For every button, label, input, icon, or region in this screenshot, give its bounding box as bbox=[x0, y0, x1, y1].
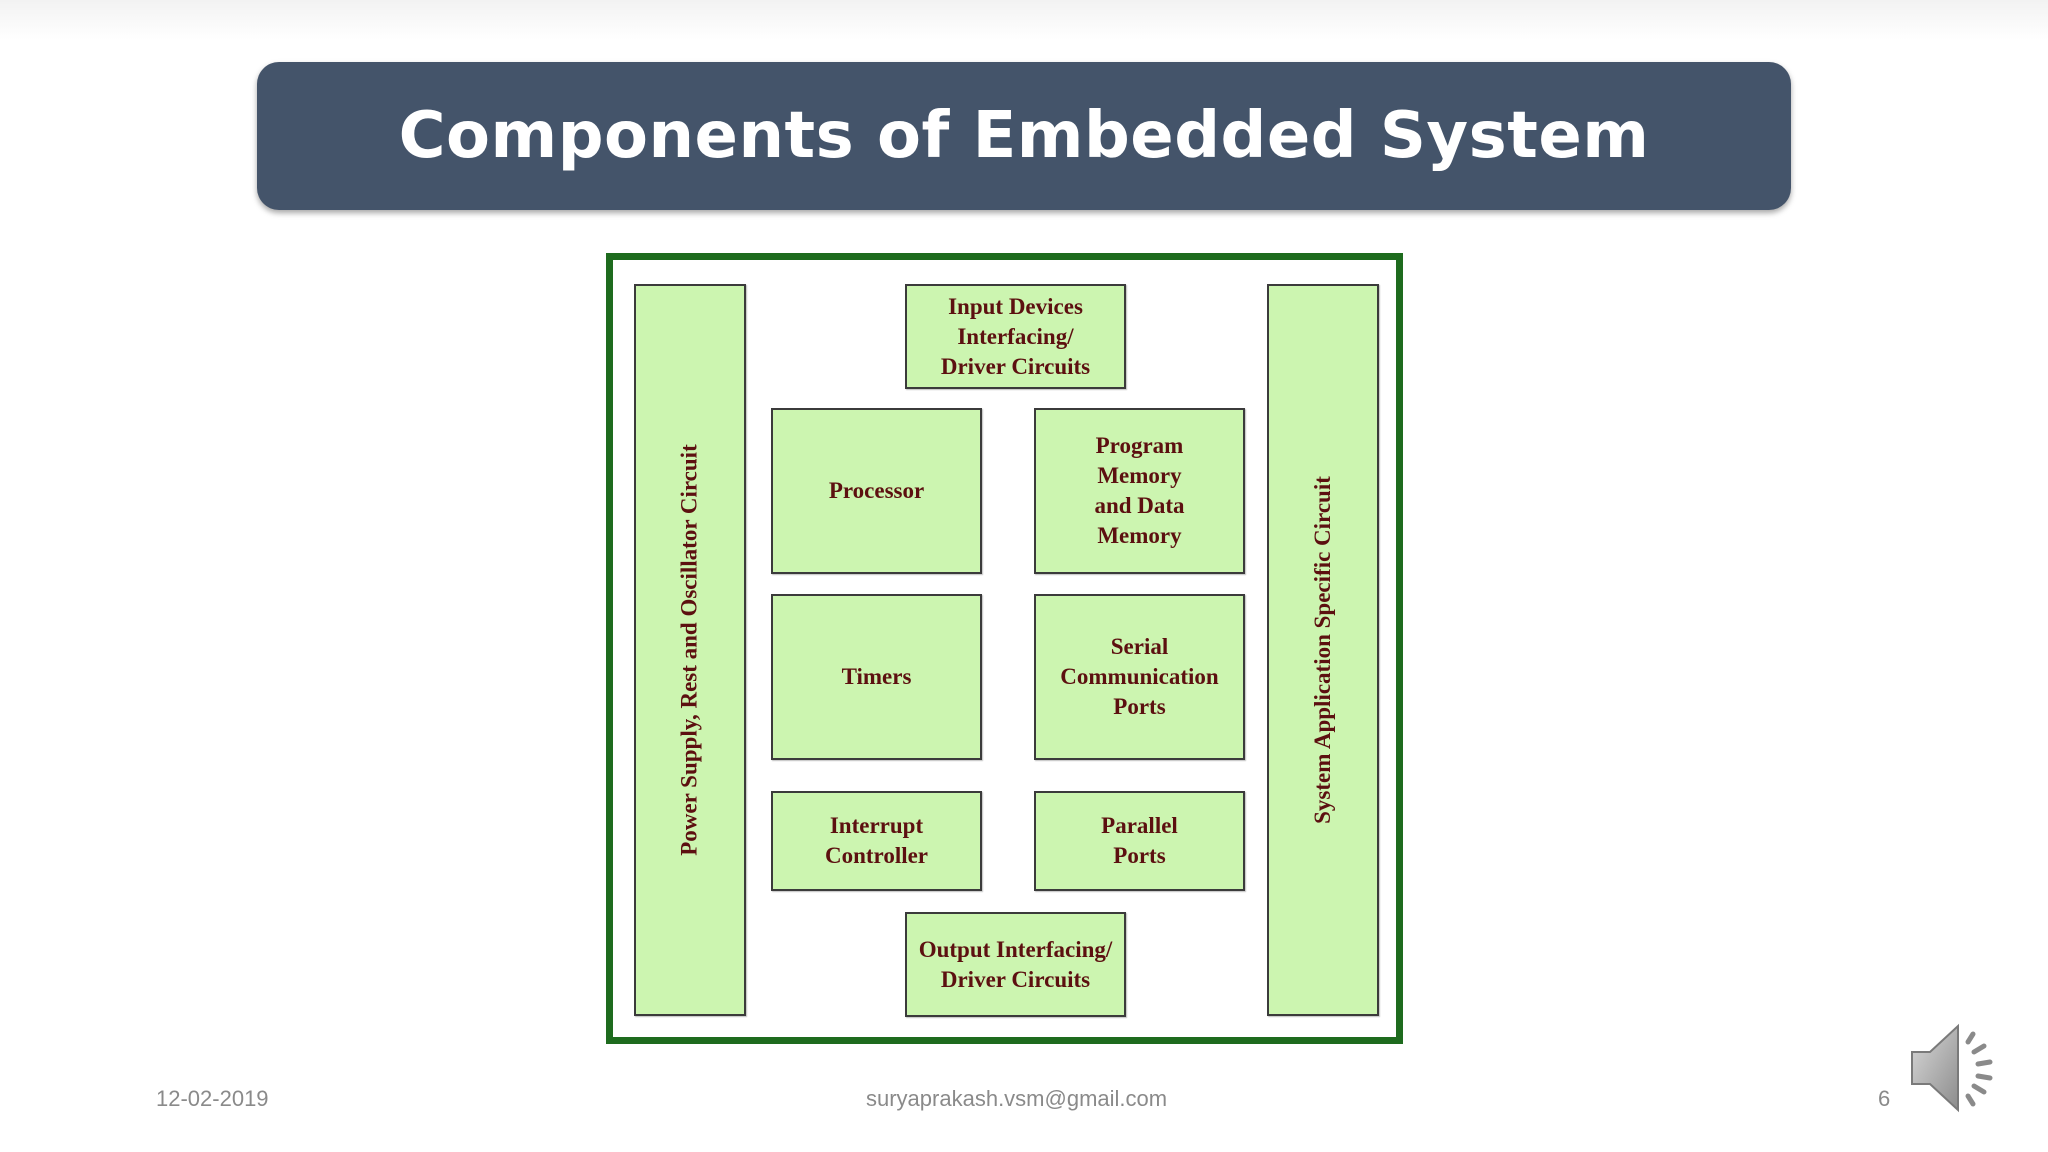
program-memory-label: Program Memory and Data Memory bbox=[1094, 433, 1185, 548]
parallel-ports-block: Parallel Ports bbox=[1034, 791, 1245, 891]
program-memory-block: Program Memory and Data Memory bbox=[1034, 408, 1245, 574]
timers-block: Timers bbox=[771, 594, 982, 760]
processor-label: Processor bbox=[828, 478, 925, 503]
input-devices-block: Input Devices Interfacing/ Driver Circui… bbox=[905, 284, 1126, 389]
timers-label: Timers bbox=[841, 664, 912, 689]
title-banner: Components of Embedded System bbox=[257, 62, 1791, 210]
page-number: 6 bbox=[1878, 1086, 1891, 1111]
parallel-ports-label: Parallel Ports bbox=[1101, 813, 1178, 868]
processor-block: Processor bbox=[771, 408, 982, 574]
power-supply-block: Power Supply, Rest and Oscillator Circui… bbox=[634, 284, 746, 1016]
power-supply-label: Power Supply, Rest and Oscillator Circui… bbox=[677, 444, 703, 856]
output-interfacing-block: Output Interfacing/ Driver Circuits bbox=[905, 912, 1126, 1017]
footer-email: suryaprakash.vsm@gmail.com bbox=[866, 1086, 1168, 1111]
output-interfacing-label: Output Interfacing/ Driver Circuits bbox=[918, 936, 1113, 992]
interrupt-controller-block: Interrupt Controller bbox=[771, 791, 982, 891]
serial-ports-label: Serial Communication Ports bbox=[1060, 634, 1219, 719]
slide-background bbox=[0, 0, 2048, 40]
slide-title: Components of Embedded System bbox=[398, 99, 1650, 173]
application-specific-label: System Application Specific Circuit bbox=[1310, 476, 1336, 824]
footer-date: 12-02-2019 bbox=[156, 1086, 269, 1111]
input-devices-label: Input Devices Interfacing/ Driver Circui… bbox=[940, 293, 1091, 379]
serial-ports-block: Serial Communication Ports bbox=[1034, 594, 1245, 760]
application-specific-block: System Application Specific Circuit bbox=[1267, 284, 1379, 1016]
embedded-system-diagram: Power Supply, Rest and Oscillator Circui… bbox=[606, 253, 1403, 1044]
interrupt-controller-label: Interrupt Controller bbox=[824, 813, 929, 868]
speaker-icon[interactable] bbox=[1906, 1020, 2010, 1116]
